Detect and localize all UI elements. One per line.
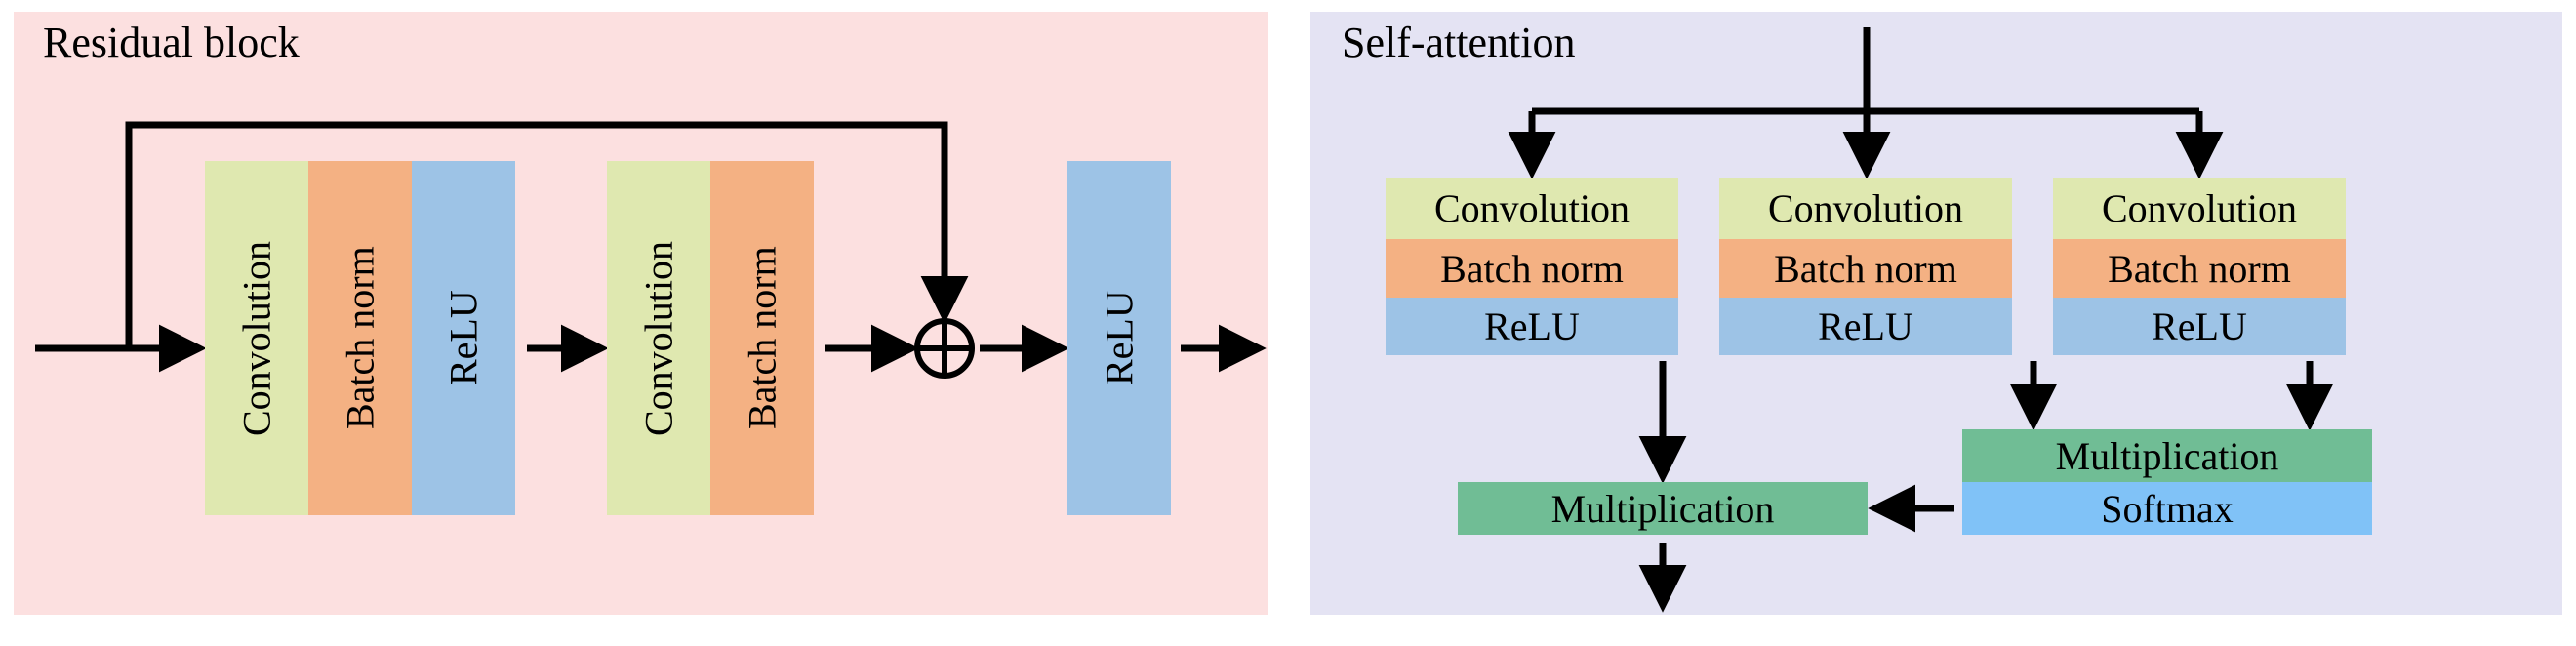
attention-branch-value-batch-norm[interactable]: Batch norm [2053, 239, 2346, 298]
attention-multiplication[interactable]: Multiplication [1962, 429, 2372, 482]
attention-branch-value-convolution[interactable]: Convolution [2053, 178, 2346, 239]
panel-title-self-attention: Self-attention [1342, 19, 1576, 66]
residual-stage1-relu[interactable]: ReLU [412, 161, 515, 515]
residual-stage2-convolution[interactable]: Convolution [607, 161, 710, 515]
panel-title-residual-block: Residual block [43, 19, 300, 66]
attention-branch-query-batch-norm[interactable]: Batch norm [1386, 239, 1678, 298]
residual-stage3-relu[interactable]: ReLU [1067, 161, 1171, 515]
attention-branch-key-convolution[interactable]: Convolution [1719, 178, 2012, 239]
skip-connection-path [125, 121, 969, 348]
residual-stage1-convolution[interactable]: Convolution [205, 161, 308, 515]
attention-branch-value-relu[interactable]: ReLU [2053, 298, 2346, 355]
attention-branch-key-relu[interactable]: ReLU [1719, 298, 2012, 355]
residual-stage2-batch-norm[interactable]: Batch norm [710, 161, 814, 515]
residual-stage1-batch-norm[interactable]: Batch norm [308, 161, 412, 515]
attention-output-multiplication[interactable]: Multiplication [1458, 482, 1868, 535]
attention-softmax[interactable]: Softmax [1962, 482, 2372, 535]
attention-branch-query-convolution[interactable]: Convolution [1386, 178, 1678, 239]
attention-branch-key-batch-norm[interactable]: Batch norm [1719, 239, 2012, 298]
attention-branch-query-relu[interactable]: ReLU [1386, 298, 1678, 355]
